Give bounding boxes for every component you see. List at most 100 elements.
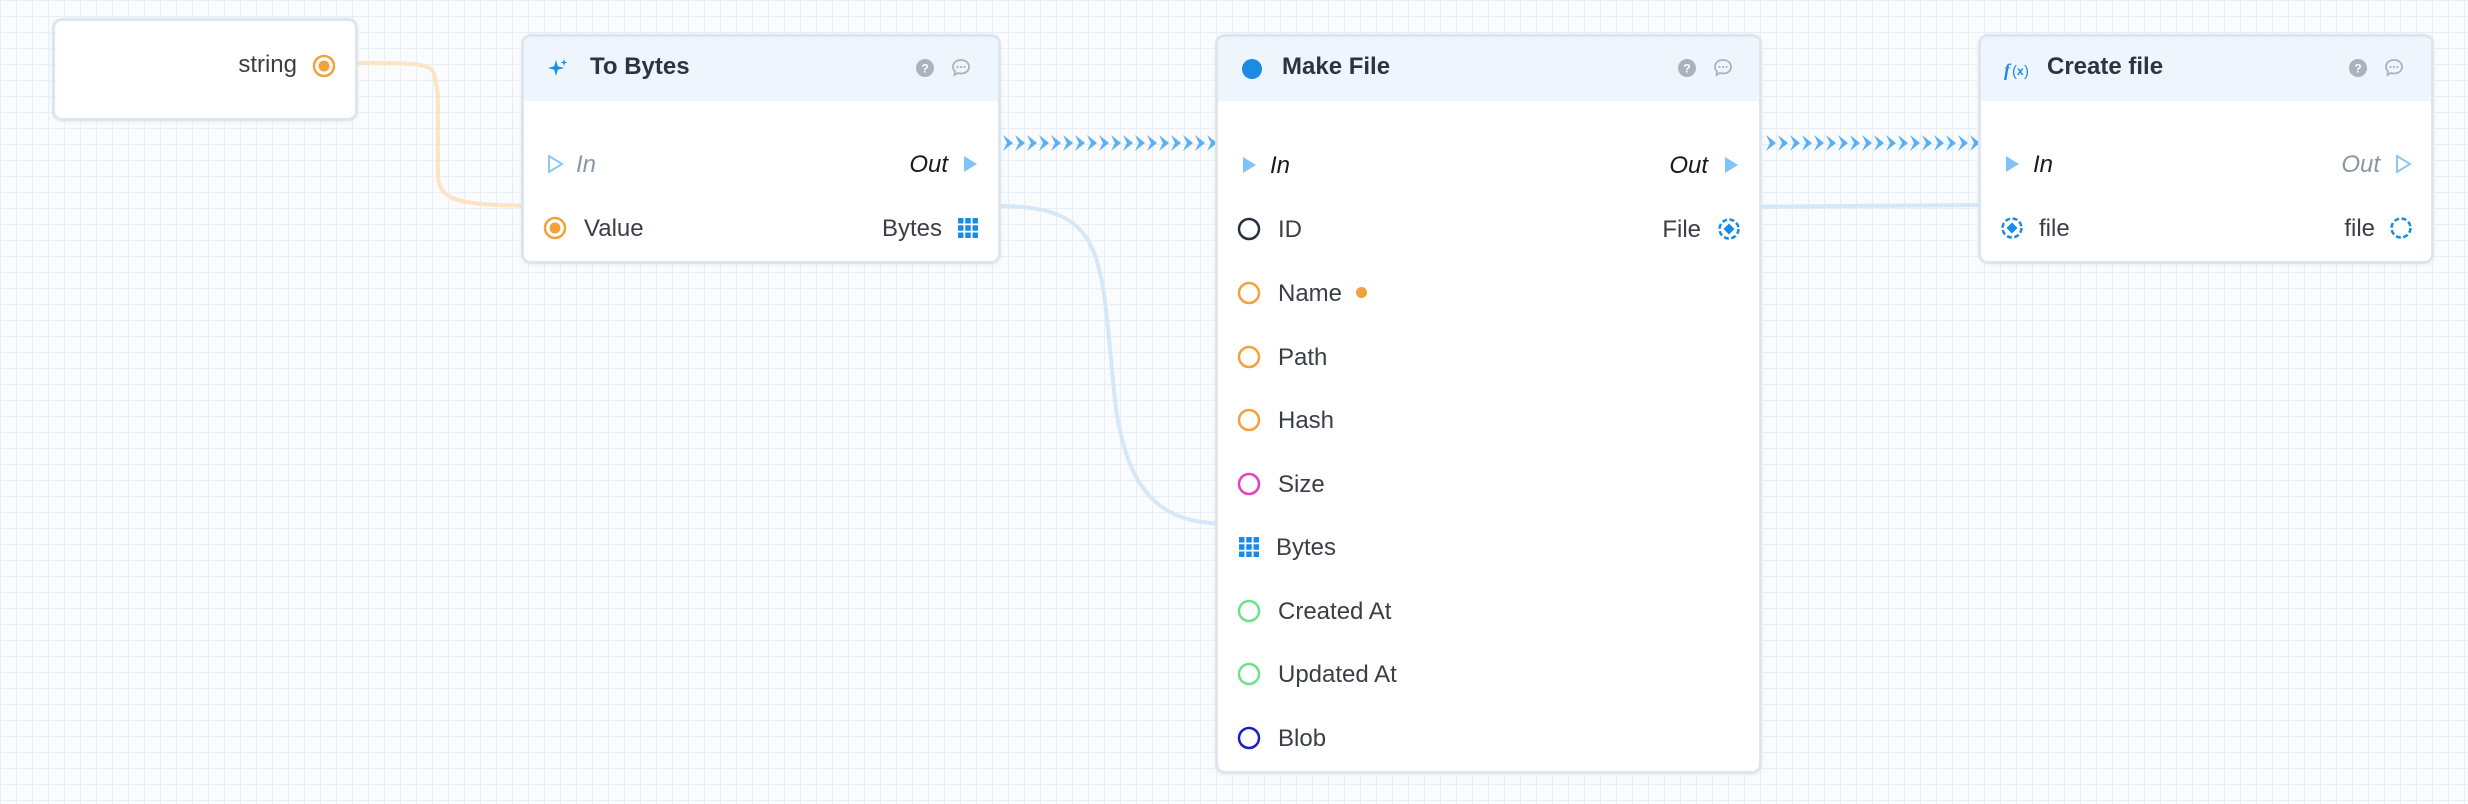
help-icon[interactable]: ? [1676,57,1698,79]
blue-dot-icon [1242,59,1262,79]
flow-chevron [1147,135,1157,151]
flow-chevron [1063,135,1073,151]
node-title: Create file [2047,53,2164,80]
help-icon[interactable]: ? [2347,57,2369,79]
blob-label: Blob [1278,725,1327,752]
hash-input-pin[interactable] [1237,408,1261,432]
create-file-header[interactable]: f ( x ) Create file ? [1981,37,2431,101]
svg-text:x: x [2017,64,2024,78]
hash-label: Hash [1278,407,1335,434]
comment-icon[interactable] [1712,57,1734,79]
to-bytes-node[interactable]: To Bytes ? In Out Value Bytes [521,34,1001,264]
blob-input-pin[interactable] [1237,726,1261,750]
flow-chevron [1183,135,1193,151]
exec-in-label: In [576,151,597,178]
comment-icon[interactable] [950,57,972,79]
flow-chevron [1135,135,1145,151]
bytes-grid-icon[interactable] [1237,535,1261,559]
exec-in-label: In [2033,151,2054,178]
struct-output-icon[interactable] [1717,217,1741,241]
make-file-header[interactable]: Make File ? [1218,37,1759,101]
svg-text:?: ? [1683,62,1690,76]
flow-chevron [1778,135,1788,151]
flow-chevron [1171,135,1181,151]
exec-out-pin[interactable] [2391,152,2415,176]
created-at-input-pin[interactable] [1237,599,1261,623]
flow-chevron [1826,135,1836,151]
help-icon[interactable]: ? [914,57,936,79]
svg-text:f: f [2004,60,2012,80]
exec-row: In Out [1218,145,1759,185]
file-row: file file [1981,208,2431,248]
size-row: Size [1218,464,1759,504]
flow-chevron [1123,135,1133,151]
bytes-row: Bytes [1218,527,1759,567]
node-title: To Bytes [590,53,690,80]
required-indicator [1356,287,1367,298]
id-input-pin[interactable] [1237,217,1261,241]
exec-in-pin[interactable] [1237,153,1261,177]
flow-chevron [1003,135,1013,151]
flow-chevron [1946,135,1956,151]
string-output-pin[interactable] [312,54,336,78]
size-label: Size [1278,471,1325,498]
name-label: Name [1278,280,1343,307]
name-row: Name [1218,273,1759,313]
flow-chevron [1802,135,1812,151]
name-input-pin[interactable] [1237,281,1261,305]
exec-out-label: Out [909,151,948,178]
exec-out-pin[interactable] [1719,153,1743,177]
struct-input-icon[interactable] [2000,216,2024,240]
bytes-output-label: Bytes [881,215,942,242]
updated-at-input-pin[interactable] [1237,662,1261,686]
bytes-grid-icon[interactable] [956,216,980,240]
path-label: Path [1278,344,1328,371]
flow-chevron [1195,135,1205,151]
make-file-node[interactable]: Make File ? In Out ID File [1215,34,1762,774]
file-output-label: file [2344,215,2375,242]
value-row: Value Bytes [524,208,998,248]
flow-chevron [1922,135,1932,151]
flow-chevron [1862,135,1872,151]
string-output-label: string [238,51,297,78]
create-file-node[interactable]: f ( x ) Create file ? In Out file file [1978,34,2434,264]
flow-chevron [1898,135,1908,151]
bytes-label: Bytes [1276,534,1337,561]
wire-string-to-value [339,61,546,208]
svg-text:(: ( [2012,63,2017,80]
value-input-pin[interactable] [543,216,567,240]
svg-text:?: ? [921,62,928,76]
updated-at-label: Updated At [1278,661,1397,688]
flow-chevron [1039,135,1049,151]
exec-in-pin[interactable] [543,152,567,176]
flow-chevron [1838,135,1848,151]
flow-chevron [1790,135,1800,151]
flow-chevron [1159,135,1169,151]
node-title: Make File [1282,53,1391,80]
struct-output-icon[interactable] [2389,216,2413,240]
flow-chevron [1934,135,1944,151]
to-bytes-header[interactable]: To Bytes ? [524,37,998,101]
size-input-pin[interactable] [1237,472,1261,496]
flow-chevron [1015,135,1025,151]
comment-icon[interactable] [2383,57,2405,79]
string-variable-node[interactable]: string [52,18,358,121]
exec-out-label: Out [1669,152,1708,179]
flow-chevron [1874,135,1884,151]
path-input-pin[interactable] [1237,345,1261,369]
flow-chevron [1075,135,1085,151]
exec-out-label: Out [2341,151,2380,178]
flow-chevron [1766,135,1776,151]
blob-row: Blob [1218,718,1759,758]
exec-out-pin[interactable] [958,152,982,176]
flow-chevron [1099,135,1109,151]
flow-chevron [1087,135,1097,151]
svg-text:?: ? [2354,62,2361,76]
flow-chevron [1910,135,1920,151]
file-output-label: File [1662,216,1701,243]
file-input-label: file [2039,215,2070,242]
created-at-row: Created At [1218,591,1759,631]
exec-in-pin[interactable] [2000,152,2024,176]
exec-in-label: In [1270,152,1291,179]
exec-flow-1 [1003,135,1217,151]
